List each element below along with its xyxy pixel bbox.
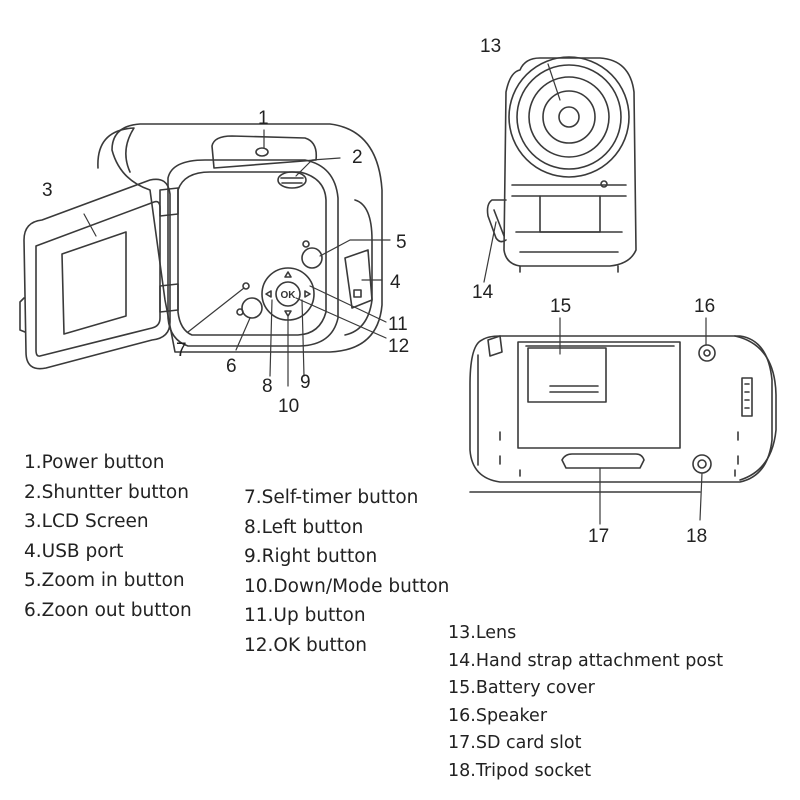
legend-item-3: 3.LCD Screen: [24, 511, 149, 532]
callout-17: 17: [588, 526, 609, 547]
legend-item-9: 9.Right button: [244, 546, 378, 567]
callout-13: 13: [480, 36, 501, 57]
legend-item-4: 4.USB port: [24, 540, 124, 562]
legend-item-2: 2.Shuntter button: [24, 481, 189, 503]
legend-item-7: 7.Self-timer button: [244, 487, 419, 508]
callout-14: 14: [472, 282, 494, 303]
camcorder-main-view: [19, 123, 383, 370]
legend-item-12: 12.OK button: [244, 634, 368, 656]
callout-1: 1: [258, 108, 269, 129]
callout-8: 8: [262, 376, 273, 397]
legend-item-6: 6.Zoon out button: [24, 599, 192, 621]
legend-item-17: 17.SD card slot: [448, 733, 582, 754]
callout-3: 3: [42, 180, 53, 201]
callout-12: 12: [388, 336, 409, 357]
legend-item-14: 14.Hand strap attachment post: [448, 650, 724, 671]
callout-7: 7: [176, 340, 187, 361]
callout-6: 6: [226, 356, 237, 377]
camcorder-bottom-view: [469, 335, 777, 493]
legend-item-18: 18.Tripod socket: [448, 760, 592, 781]
callout-15: 15: [550, 296, 571, 317]
legend-column-1: 1.Power button 2.Shuntter button 3.LCD S…: [24, 448, 192, 625]
legend-item-13: 13.Lens: [448, 623, 517, 643]
camcorder-front-view: [486, 56, 637, 273]
legend-item-5: 5.Zoom in button: [24, 570, 185, 591]
callout-4: 4: [390, 272, 401, 293]
ok-button-label: OK: [281, 290, 297, 301]
leader-lines: [83, 63, 707, 525]
legend-column-3: 13.Lens 14.Hand strap attachment post 15…: [448, 620, 723, 786]
legend-item-1: 1.Power button: [24, 452, 165, 473]
callout-numbers: 1 2 3 4 5 6 7 8 9 10 11 12 13 14 15 16 1…: [42, 36, 715, 547]
callout-9: 9: [300, 372, 311, 393]
callout-10: 10: [278, 396, 299, 417]
legend-column-2: 7.Self-timer button 8.Left button 9.Righ…: [244, 483, 449, 660]
legend-item-8: 8.Left button: [244, 516, 364, 538]
callout-2: 2: [352, 147, 363, 168]
callout-18: 18: [686, 526, 707, 547]
legend-item-10: 10.Down/Mode button: [244, 575, 450, 597]
callout-5: 5: [396, 232, 407, 253]
legend-item-16: 16.Speaker: [448, 705, 548, 726]
callout-16: 16: [694, 296, 715, 317]
callout-11: 11: [388, 314, 408, 335]
legend-item-15: 15.Battery cover: [448, 678, 595, 699]
legend-item-11: 11.Up button: [244, 605, 366, 626]
